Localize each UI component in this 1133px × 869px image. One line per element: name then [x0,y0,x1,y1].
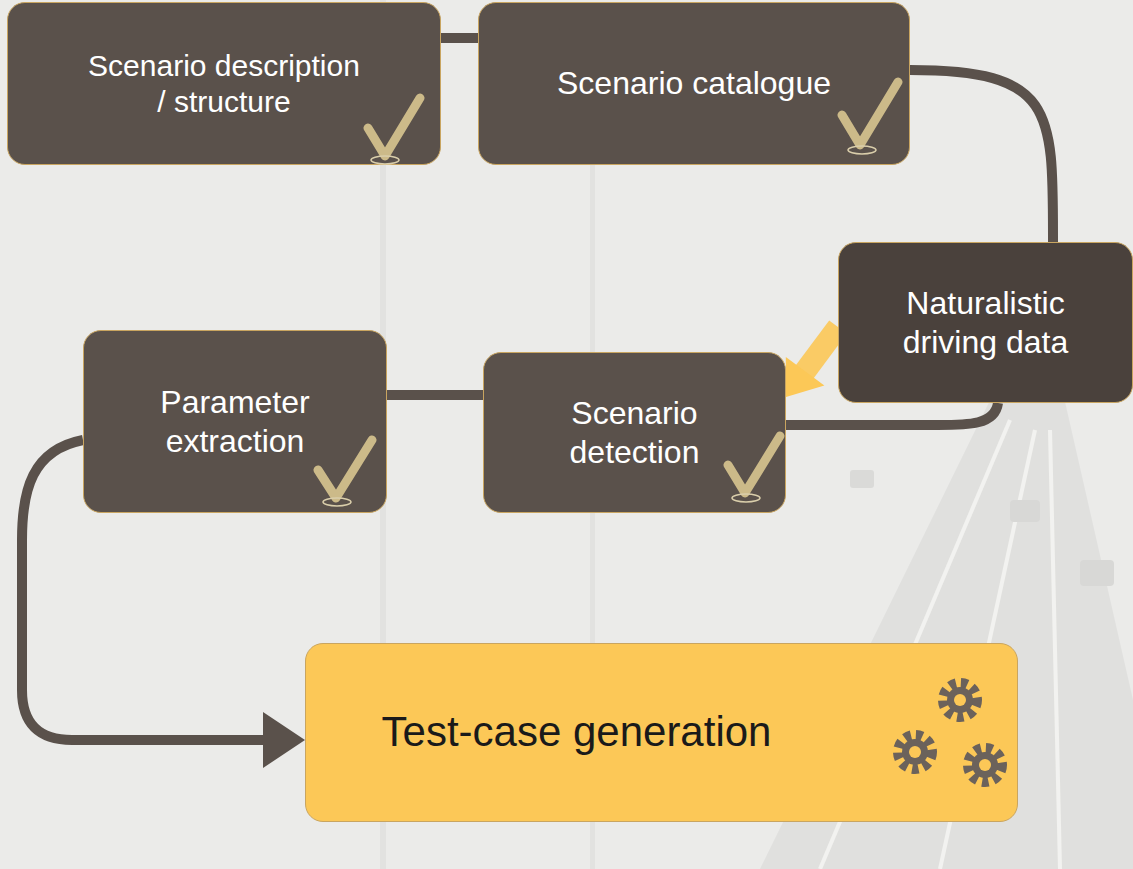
connector [910,70,1053,242]
process-box: Scenario catalogue [478,2,910,165]
check-mark [368,98,420,164]
process-box: Scenario description / structure [7,2,441,165]
node-label: Scenario catalogue [557,64,831,102]
node-label: Test-case generation [382,707,772,757]
node-label: Parameter extraction [104,383,366,460]
process-box: Scenario detection [483,352,786,513]
check-mark [842,82,898,154]
check-mark [728,436,780,502]
node-label: Scenario detection [504,394,765,471]
process-box: Parameter extraction [83,330,387,513]
result-box: Test-case generation [305,643,1018,822]
data-box: Naturalistic driving data [838,242,1133,403]
check-mark [318,440,372,506]
gear-icon [898,683,1002,782]
connector [786,327,838,397]
node-label: Naturalistic driving data [859,284,1112,361]
connector [441,38,478,39]
node-label: Scenario description / structure [83,48,365,120]
connector [786,403,998,425]
connector [387,395,483,396]
